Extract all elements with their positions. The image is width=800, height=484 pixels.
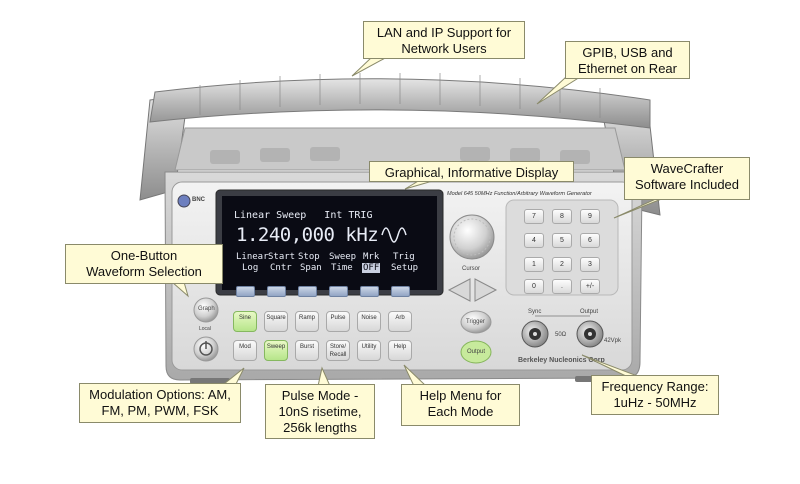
- key-0[interactable]: 0: [524, 279, 544, 294]
- softkey-button-1[interactable]: [236, 286, 255, 297]
- key-6[interactable]: 6: [580, 233, 600, 248]
- sync-label: Sync: [528, 309, 542, 315]
- square-button[interactable]: Square: [264, 311, 288, 332]
- graph-button-label: Graph: [198, 306, 215, 312]
- key-7[interactable]: 7: [524, 209, 544, 224]
- callout-modulation: Modulation Options: AM, FM, PM, PWM, FSK: [79, 383, 241, 423]
- noise-button[interactable]: Noise: [357, 311, 381, 332]
- softkey-top-2: Start: [268, 252, 296, 262]
- softkey-top-1: Linear: [236, 252, 269, 262]
- key-8[interactable]: 8: [552, 209, 572, 224]
- ohms-label: 50Ω: [555, 332, 567, 338]
- brand-logo-text: BNC: [192, 197, 205, 203]
- store-recall-button[interactable]: Store/ Recall: [326, 340, 350, 361]
- pulse-button[interactable]: Pulse: [326, 311, 350, 332]
- callout-frequency: Frequency Range: 1uHz - 50MHz: [591, 375, 719, 415]
- callout-pulse: Pulse Mode - 10nS risetime, 256k lengths: [265, 384, 375, 439]
- key-9[interactable]: 9: [580, 209, 600, 224]
- softkey-top-6: Trig: [393, 252, 415, 262]
- key-5[interactable]: 5: [552, 233, 572, 248]
- callout-wavecrafter: WaveCrafter Software Included: [624, 157, 750, 200]
- softkey-button-5[interactable]: [360, 286, 379, 297]
- key-decimal[interactable]: .: [552, 279, 572, 294]
- sine-button[interactable]: Sine: [233, 311, 257, 332]
- softkey-button-2[interactable]: [267, 286, 286, 297]
- manufacturer-label: Berkeley Nucleonics Corp: [518, 357, 605, 364]
- output-connector-label: Output: [580, 309, 599, 315]
- volts-label: 42Vpk: [604, 338, 622, 344]
- softkey-top-5: Mrk: [363, 252, 380, 262]
- softkey-bottom-3: Span: [300, 263, 322, 273]
- local-label: Local: [199, 326, 211, 332]
- model-label: Model 645 50MHz Function/Arbitrary Wavef…: [447, 191, 592, 197]
- callout-gpib: GPIB, USB and Ethernet on Rear: [565, 41, 690, 79]
- softkey-bottom-5: OFF: [362, 263, 381, 273]
- softkey-bottom-6: Setup: [391, 263, 419, 273]
- callout-display: Graphical, Informative Display: [369, 161, 574, 182]
- sweep-button[interactable]: Sweep: [264, 340, 288, 361]
- softkey-button-3[interactable]: [298, 286, 317, 297]
- callout-one-button: One-Button Waveform Selection: [65, 244, 223, 284]
- utility-button[interactable]: Utility: [357, 340, 381, 361]
- trigger-button[interactable]: Trigger: [466, 319, 485, 325]
- softkey-bottom-1: Log: [242, 263, 259, 273]
- callout-lan: LAN and IP Support for Network Users: [363, 21, 525, 59]
- key-plus-minus[interactable]: +/-: [580, 279, 600, 294]
- key-2[interactable]: 2: [552, 257, 572, 272]
- ramp-button[interactable]: Ramp: [295, 311, 319, 332]
- mod-button[interactable]: Mod: [233, 340, 257, 361]
- softkey-bottom-4: Time: [331, 263, 353, 273]
- softkey-bottom-2: Cntr: [270, 263, 292, 273]
- output-button[interactable]: Output: [467, 349, 486, 355]
- lcd-status: Linear Sweep Int TRIG: [234, 210, 373, 221]
- lcd-frequency: 1.240,000 kHz: [236, 224, 379, 246]
- softkey-top-4: Sweep: [329, 252, 357, 262]
- arb-button[interactable]: Arb: [388, 311, 412, 332]
- key-3[interactable]: 3: [580, 257, 600, 272]
- burst-button[interactable]: Burst: [295, 340, 319, 361]
- callout-help: Help Menu for Each Mode: [401, 384, 520, 426]
- softkey-top-3: Stop: [298, 252, 320, 262]
- key-4[interactable]: 4: [524, 233, 544, 248]
- softkey-button-4[interactable]: [329, 286, 348, 297]
- softkey-button-6[interactable]: [391, 286, 410, 297]
- cursor-label: Cursor: [462, 266, 481, 272]
- key-1[interactable]: 1: [524, 257, 544, 272]
- help-button[interactable]: Help: [388, 340, 412, 361]
